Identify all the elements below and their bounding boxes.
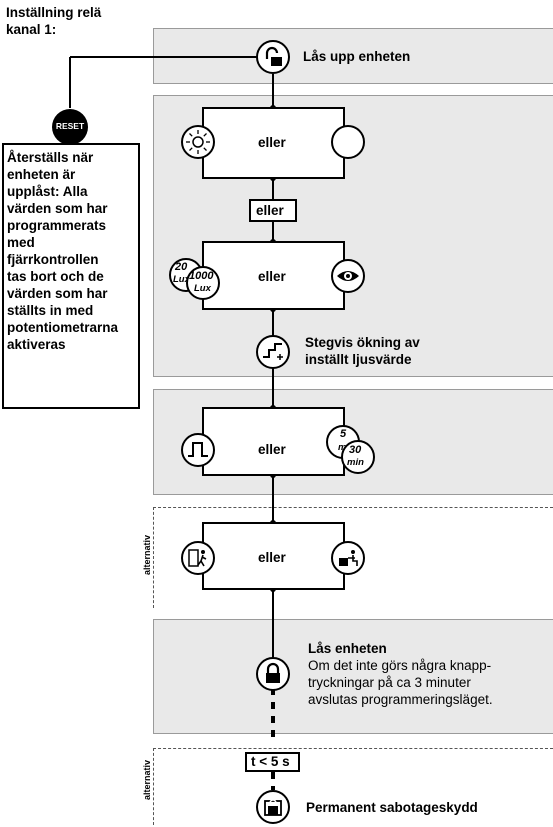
lux-20-unit: Lux xyxy=(173,274,190,285)
pulse-icon xyxy=(181,433,215,467)
step-line-1: Stegvis ökning av xyxy=(305,335,420,350)
or-label-1: eller xyxy=(258,135,286,150)
reset-line-12: aktiveras xyxy=(7,337,66,352)
lock-desc-line-3: avslutas programmeringsläget. xyxy=(308,692,493,707)
minutes-30-unit: min xyxy=(347,457,364,468)
unlock-icon xyxy=(256,40,290,74)
step-line-2: inställt ljusvärde xyxy=(305,352,412,367)
alternative-label: alternativ xyxy=(142,534,152,575)
reset-line-3: upplåst: Alla xyxy=(7,184,88,199)
or-label-3: eller xyxy=(258,442,286,457)
reset-line-7: fjärrkontrollen xyxy=(7,252,99,267)
sabotage-lock-icon xyxy=(256,790,290,824)
reset-line-11: potentiometrarna xyxy=(7,320,119,335)
person-leaving-icon xyxy=(181,541,215,575)
or-box-middle xyxy=(249,199,297,222)
header-line-2: kanal 1: xyxy=(6,22,57,37)
alternative-panel-2 xyxy=(153,748,553,825)
lock-desc-line-2: tryckningar på ca 3 minuter xyxy=(308,675,471,690)
sabotage-label: Permanent sabotageskydd xyxy=(306,800,478,815)
lock-icon xyxy=(256,657,290,691)
reset-line-10: ställts in med xyxy=(7,303,94,318)
lux-1000-value: 1000 xyxy=(189,270,214,282)
lux-1000-unit: Lux xyxy=(194,283,211,294)
timer-label: t < 5 s xyxy=(251,754,290,769)
header-line-1: Inställning relä xyxy=(6,5,102,20)
or-label-4: eller xyxy=(258,550,286,565)
timer-box xyxy=(245,752,300,772)
reset-line-6: med xyxy=(7,235,35,250)
or-label-middle: eller xyxy=(256,203,284,218)
reset-line-2: enheten är xyxy=(7,167,76,182)
reset-line-1: Återställs när xyxy=(7,150,94,165)
moon-icon xyxy=(331,125,365,159)
lux-20-value: 20 xyxy=(175,261,188,273)
or-label-2: eller xyxy=(258,269,286,284)
alternative-panel xyxy=(153,507,553,608)
lock-title: Lås enheten xyxy=(308,641,387,656)
sun-icon xyxy=(181,125,215,159)
lock-panel xyxy=(153,619,553,734)
reset-line-5: programmerats xyxy=(7,218,107,233)
eye-icon xyxy=(331,259,365,293)
alternative-label-2: alternativ xyxy=(142,759,152,800)
unlock-label: Lås upp enheten xyxy=(303,49,411,64)
step-increase-icon xyxy=(256,335,290,369)
lock-desc-line-1: Om det inte görs några knapp- xyxy=(308,658,492,673)
minutes-5-value: 5 xyxy=(340,428,347,440)
person-at-desk-icon xyxy=(331,541,365,575)
minutes-30-value: 30 xyxy=(349,444,362,456)
reset-line-8: tas bort och de xyxy=(7,269,104,284)
reset-badge-label: RESET xyxy=(55,121,85,131)
reset-line-9: värden som har xyxy=(7,286,108,301)
lux-1000-icon xyxy=(186,266,220,300)
minutes-30-icon xyxy=(341,440,375,474)
reset-line-4: värden som har xyxy=(7,201,108,216)
